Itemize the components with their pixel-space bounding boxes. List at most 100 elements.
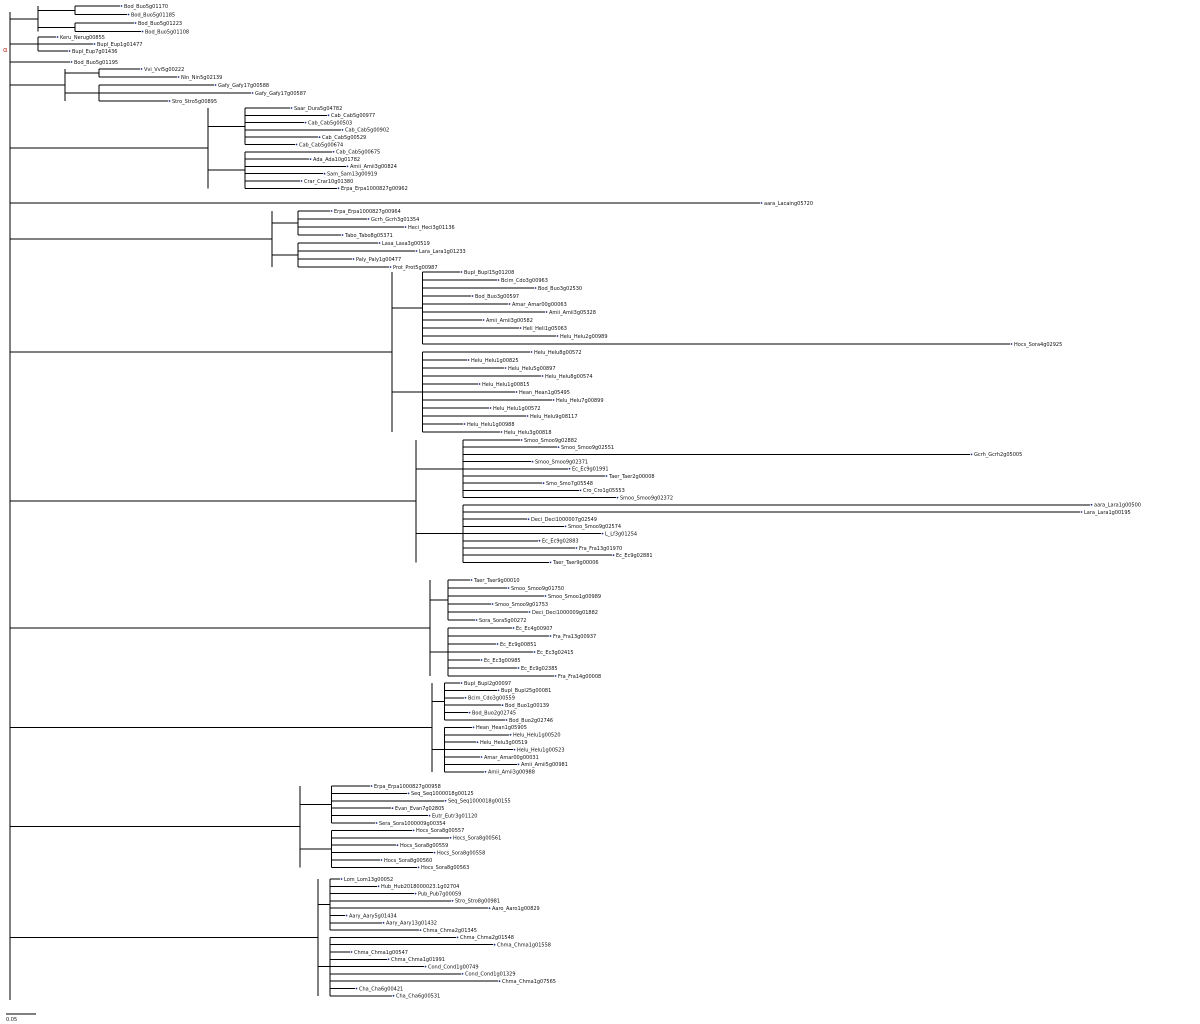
- tip-label: Taer_Taer9g00006: [552, 560, 599, 566]
- tip-marker: [467, 359, 470, 361]
- tip-marker: [478, 383, 481, 385]
- tip-marker: [300, 180, 303, 182]
- tip-marker: [407, 792, 410, 795]
- tip-marker: [489, 407, 492, 409]
- tip-marker: [1010, 343, 1013, 345]
- tip-marker: [484, 770, 487, 773]
- tip-marker: [460, 271, 463, 273]
- tip-marker: [377, 885, 380, 888]
- tip-label: Lasa_Lasa3g00519: [382, 241, 430, 247]
- tip-label: Taer_Taer9g00010: [473, 578, 520, 584]
- tip-label: Heli_Heli1g05063: [523, 326, 567, 332]
- tip-marker: [541, 375, 544, 377]
- tip-marker: [501, 704, 504, 707]
- tip-marker: [1080, 511, 1083, 513]
- tip-marker: [428, 814, 431, 817]
- tip-label: Ec_Ec3g00985: [484, 658, 521, 664]
- tip-marker: [493, 943, 496, 946]
- tip-label: Hocs_Sora8g00561: [453, 836, 501, 842]
- tip-marker: [542, 482, 545, 485]
- tip-label: Heci_Heci3g01136: [408, 225, 455, 231]
- tip-label: Stro_Stro5g00895: [172, 99, 217, 105]
- tip-marker: [616, 496, 619, 499]
- tip-label: Bupl_Eup7g01436: [72, 49, 117, 55]
- tip-marker: [497, 279, 500, 281]
- tip-marker: [557, 446, 560, 449]
- tip-marker: [549, 561, 552, 564]
- tip-label: Lara_Lara1g00195: [1084, 510, 1131, 516]
- tip-marker: [530, 351, 533, 353]
- tip-label: Amar_Amar00g00063: [512, 302, 567, 308]
- tip-label: Fra_Fra13g00937: [553, 634, 596, 640]
- tip-label: Eutr_Eutr3g01120: [432, 813, 477, 819]
- tip-label: Amii_Amii3g00824: [350, 164, 397, 170]
- tip-marker: [579, 489, 582, 492]
- tip-labels: Bod_Buo5g01170Bod_Buo5g01185Bod_Buo5g012…: [56, 4, 1141, 1000]
- tip-marker: [460, 682, 463, 684]
- tip-marker: [93, 43, 96, 45]
- tip-label: Bod_Buo3g02530: [538, 286, 582, 292]
- tip-label: Bod_Buo5g01223: [138, 21, 182, 27]
- tip-label: Keru_Nerug00855: [60, 35, 105, 41]
- tip-marker: [552, 399, 555, 401]
- tip-label: Bod_Buo5g01108: [145, 29, 189, 35]
- tip-marker: [605, 475, 608, 477]
- tip-label: Hean_Hean1g05495: [519, 390, 570, 396]
- tip-marker: [444, 799, 447, 802]
- tip-label: Paly_Paly1g00477: [356, 257, 401, 263]
- tip-label: Chma_Chma1g01558: [497, 943, 551, 949]
- tip-label: Smoo_Smoo9g02371: [535, 459, 588, 465]
- tip-label: Gafy_Gafy17g00587: [255, 91, 306, 97]
- tip-label: Bod_Buo3g00597: [475, 294, 519, 300]
- tip-marker: [488, 907, 491, 910]
- tip-marker: [424, 965, 427, 968]
- tip-label: Cond_Cond1g00749: [428, 964, 479, 970]
- tip-marker: [544, 595, 547, 597]
- tip-marker: [375, 822, 378, 824]
- tip-marker: [497, 689, 500, 692]
- tip-label: Prot_Prot5g00987: [393, 265, 438, 271]
- tip-marker: [120, 5, 123, 7]
- tip-marker: [341, 234, 344, 236]
- tip-marker: [309, 158, 312, 161]
- tip-label: Gafy_Gafy17g00588: [218, 83, 269, 89]
- tip-label: Pub_Pub7g00059: [418, 891, 461, 897]
- tip-label: Amii_Amii3g00582: [486, 318, 533, 324]
- tip-marker: [509, 733, 512, 736]
- tip-label: Ec_Ec9g02385: [521, 666, 558, 672]
- tip-marker: [451, 900, 454, 902]
- tip-label: Hocs_Sora8g00557: [416, 828, 464, 834]
- tip-label: Cro_Cro1g05553: [583, 488, 625, 494]
- tip-label: Hean_Hean1g05905: [476, 725, 527, 731]
- tip-marker: [433, 851, 436, 854]
- tip-marker: [575, 547, 578, 549]
- tip-marker: [505, 719, 508, 721]
- tip-marker: [415, 250, 418, 252]
- tip-marker: [504, 367, 507, 369]
- tip-marker: [387, 958, 390, 961]
- tip-marker: [382, 921, 385, 924]
- tip-marker: [526, 415, 529, 417]
- tip-marker: [475, 619, 478, 621]
- tip-label: Cab_Cab5g00674: [299, 142, 343, 148]
- tip-marker: [470, 579, 473, 581]
- tip-label: Smoo_Smoo9g01753: [495, 602, 548, 608]
- tip-marker: [760, 202, 763, 204]
- tip-marker: [461, 973, 464, 975]
- tip-label: Helu_Helu1g00815: [482, 382, 530, 388]
- tip-label: Lara_Lara1g01233: [419, 249, 466, 255]
- tip-marker: [214, 84, 217, 86]
- tip-label: Hocs_Sora8g00558: [437, 850, 485, 856]
- tip-marker: [970, 453, 973, 456]
- tip-label: Bod_Buo5g01195: [74, 60, 118, 66]
- tip-label: Helu_Helu1g00988: [467, 422, 515, 428]
- tip-label: Sam_Sam13g00919: [327, 172, 377, 178]
- tip-marker: [480, 659, 483, 661]
- tip-marker: [290, 107, 293, 109]
- tip-label: Erpa_Erpa1000827g00958: [374, 784, 441, 790]
- tip-label: Tabo_Tabo8g05371: [344, 233, 393, 239]
- tip-label: Gcrh_Gcrh3g01354: [371, 217, 419, 223]
- tip-marker: [517, 763, 520, 766]
- tip-label: Smoo_Smoo9g01750: [511, 586, 564, 592]
- tip-marker: [538, 539, 541, 542]
